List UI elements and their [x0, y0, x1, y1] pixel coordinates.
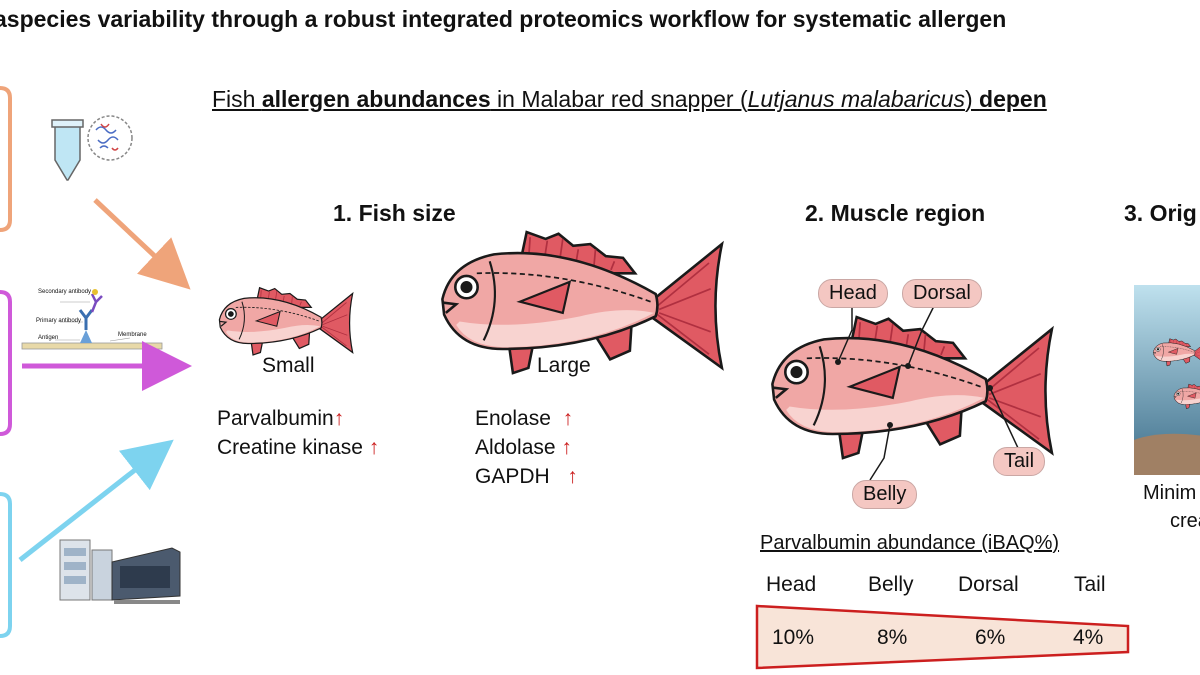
section3-caption-line2: crea: [1170, 510, 1200, 532]
protein-item: Enolase ↑: [475, 407, 574, 430]
pa-region-head: Head: [766, 573, 817, 596]
pa-value-dorsal: 6%: [975, 626, 1006, 649]
pa-value-tail: 4%: [1073, 626, 1104, 649]
arrow-top: [93, 198, 191, 290]
small-protein-list: Parvalbumin↑ Creatine kinase ↑: [217, 404, 379, 462]
subtitle-part-2: in Malabar red snapper (: [490, 86, 748, 112]
method-box-bottom: [0, 492, 12, 638]
up-arrow-icon: ↑: [562, 407, 574, 430]
subtitle-part-3: ): [964, 86, 980, 112]
region-pointer-lines: [837, 303, 1019, 481]
page-title: aspecies variability through a robust in…: [0, 6, 1007, 32]
sample-tube-icon: [51, 115, 133, 181]
region-points: [835, 359, 993, 428]
ocean-illustration: [1134, 285, 1200, 475]
region-tag-belly: Belly: [852, 480, 918, 509]
mass-spectrometer-icon: [59, 539, 181, 604]
method-box-top: [0, 86, 12, 232]
large-fish-illustration: [440, 230, 724, 375]
subtitle: Fish allergen abundances in Malabar red …: [212, 86, 1047, 113]
small-fish-illustration: [218, 287, 354, 356]
muscle-region-fish-illustration: [771, 315, 1054, 460]
subtitle-part-1: Fish: [212, 86, 262, 112]
small-fish-label: Small: [262, 354, 315, 377]
parvalbumin-gradient-bar: [755, 604, 1130, 670]
region-tag-dorsal: Dorsal: [902, 279, 982, 308]
pa-region-dorsal: Dorsal: [958, 573, 1019, 596]
wb-antigen-label: Antigen: [38, 335, 59, 341]
subtitle-bold-2: depen: [979, 86, 1047, 112]
wb-primary-label: Primary antibody: [36, 318, 82, 324]
protein-item: Aldolase ↑: [475, 436, 572, 459]
up-arrow-icon: ↑: [567, 465, 578, 488]
pa-value-head: 10%: [772, 626, 815, 649]
arrow-bottom: [18, 439, 174, 562]
pa-value-belly: 8%: [877, 626, 908, 649]
wb-secondary-label: Secondary antibody: [38, 289, 92, 295]
region-tag-head: Head: [818, 279, 888, 308]
up-arrow-icon: ↑: [368, 436, 380, 459]
method-box-middle: [0, 290, 12, 436]
protein-item: Creatine kinase ↑: [217, 436, 380, 459]
large-fish-label: Large: [537, 354, 591, 377]
region-tag-tail: Tail: [993, 447, 1046, 476]
parvalbumin-abundance-title: Parvalbumin abundance (iBAQ%): [760, 532, 1060, 554]
pa-region-belly: Belly: [868, 573, 914, 596]
section3-heading: 3. Orig: [1124, 200, 1197, 226]
protein-item: GAPDH ↑: [475, 465, 578, 488]
up-arrow-icon: ↑: [333, 407, 345, 430]
pa-region-tail: Tail: [1074, 573, 1106, 596]
section1-heading: 1. Fish size: [333, 200, 456, 226]
wb-membrane-label: Membrane: [118, 332, 147, 338]
section2-heading: 2. Muscle region: [805, 200, 986, 226]
subtitle-species: Lutjanus malabaricus: [747, 86, 965, 112]
subtitle-bold-1: allergen abundances: [261, 86, 491, 112]
western-blot-icon: [21, 289, 163, 350]
up-arrow-icon: ↑: [561, 436, 572, 459]
large-protein-list: Enolase ↑ Aldolase ↑ GAPDH ↑: [475, 404, 578, 491]
section3-caption-line1: Minim: [1143, 482, 1197, 504]
protein-item: Parvalbumin↑: [217, 407, 345, 430]
